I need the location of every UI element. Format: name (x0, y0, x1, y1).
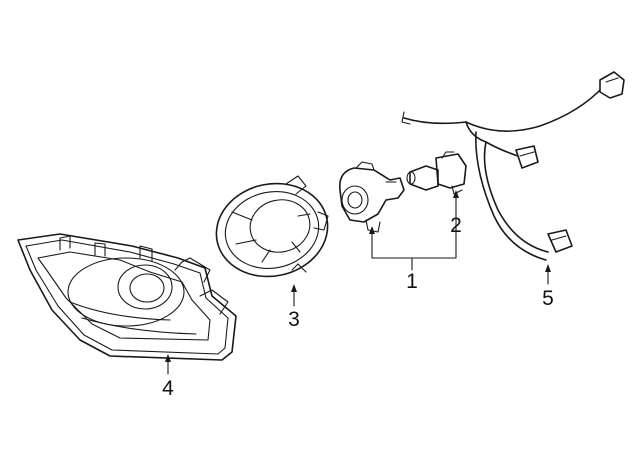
fog-lamp-bezel (17, 233, 237, 361)
callout-5: 5 (542, 287, 554, 310)
callout-1: 1 (406, 270, 418, 293)
fog-lamp-housing (215, 175, 329, 278)
callout-4: 4 (162, 377, 174, 400)
wiring-harness (401, 71, 625, 261)
callout-2: 2 (450, 214, 462, 237)
leader-lines (165, 190, 551, 375)
bulb (406, 151, 467, 195)
bulb-socket (338, 161, 405, 233)
callout-3: 3 (288, 308, 300, 331)
